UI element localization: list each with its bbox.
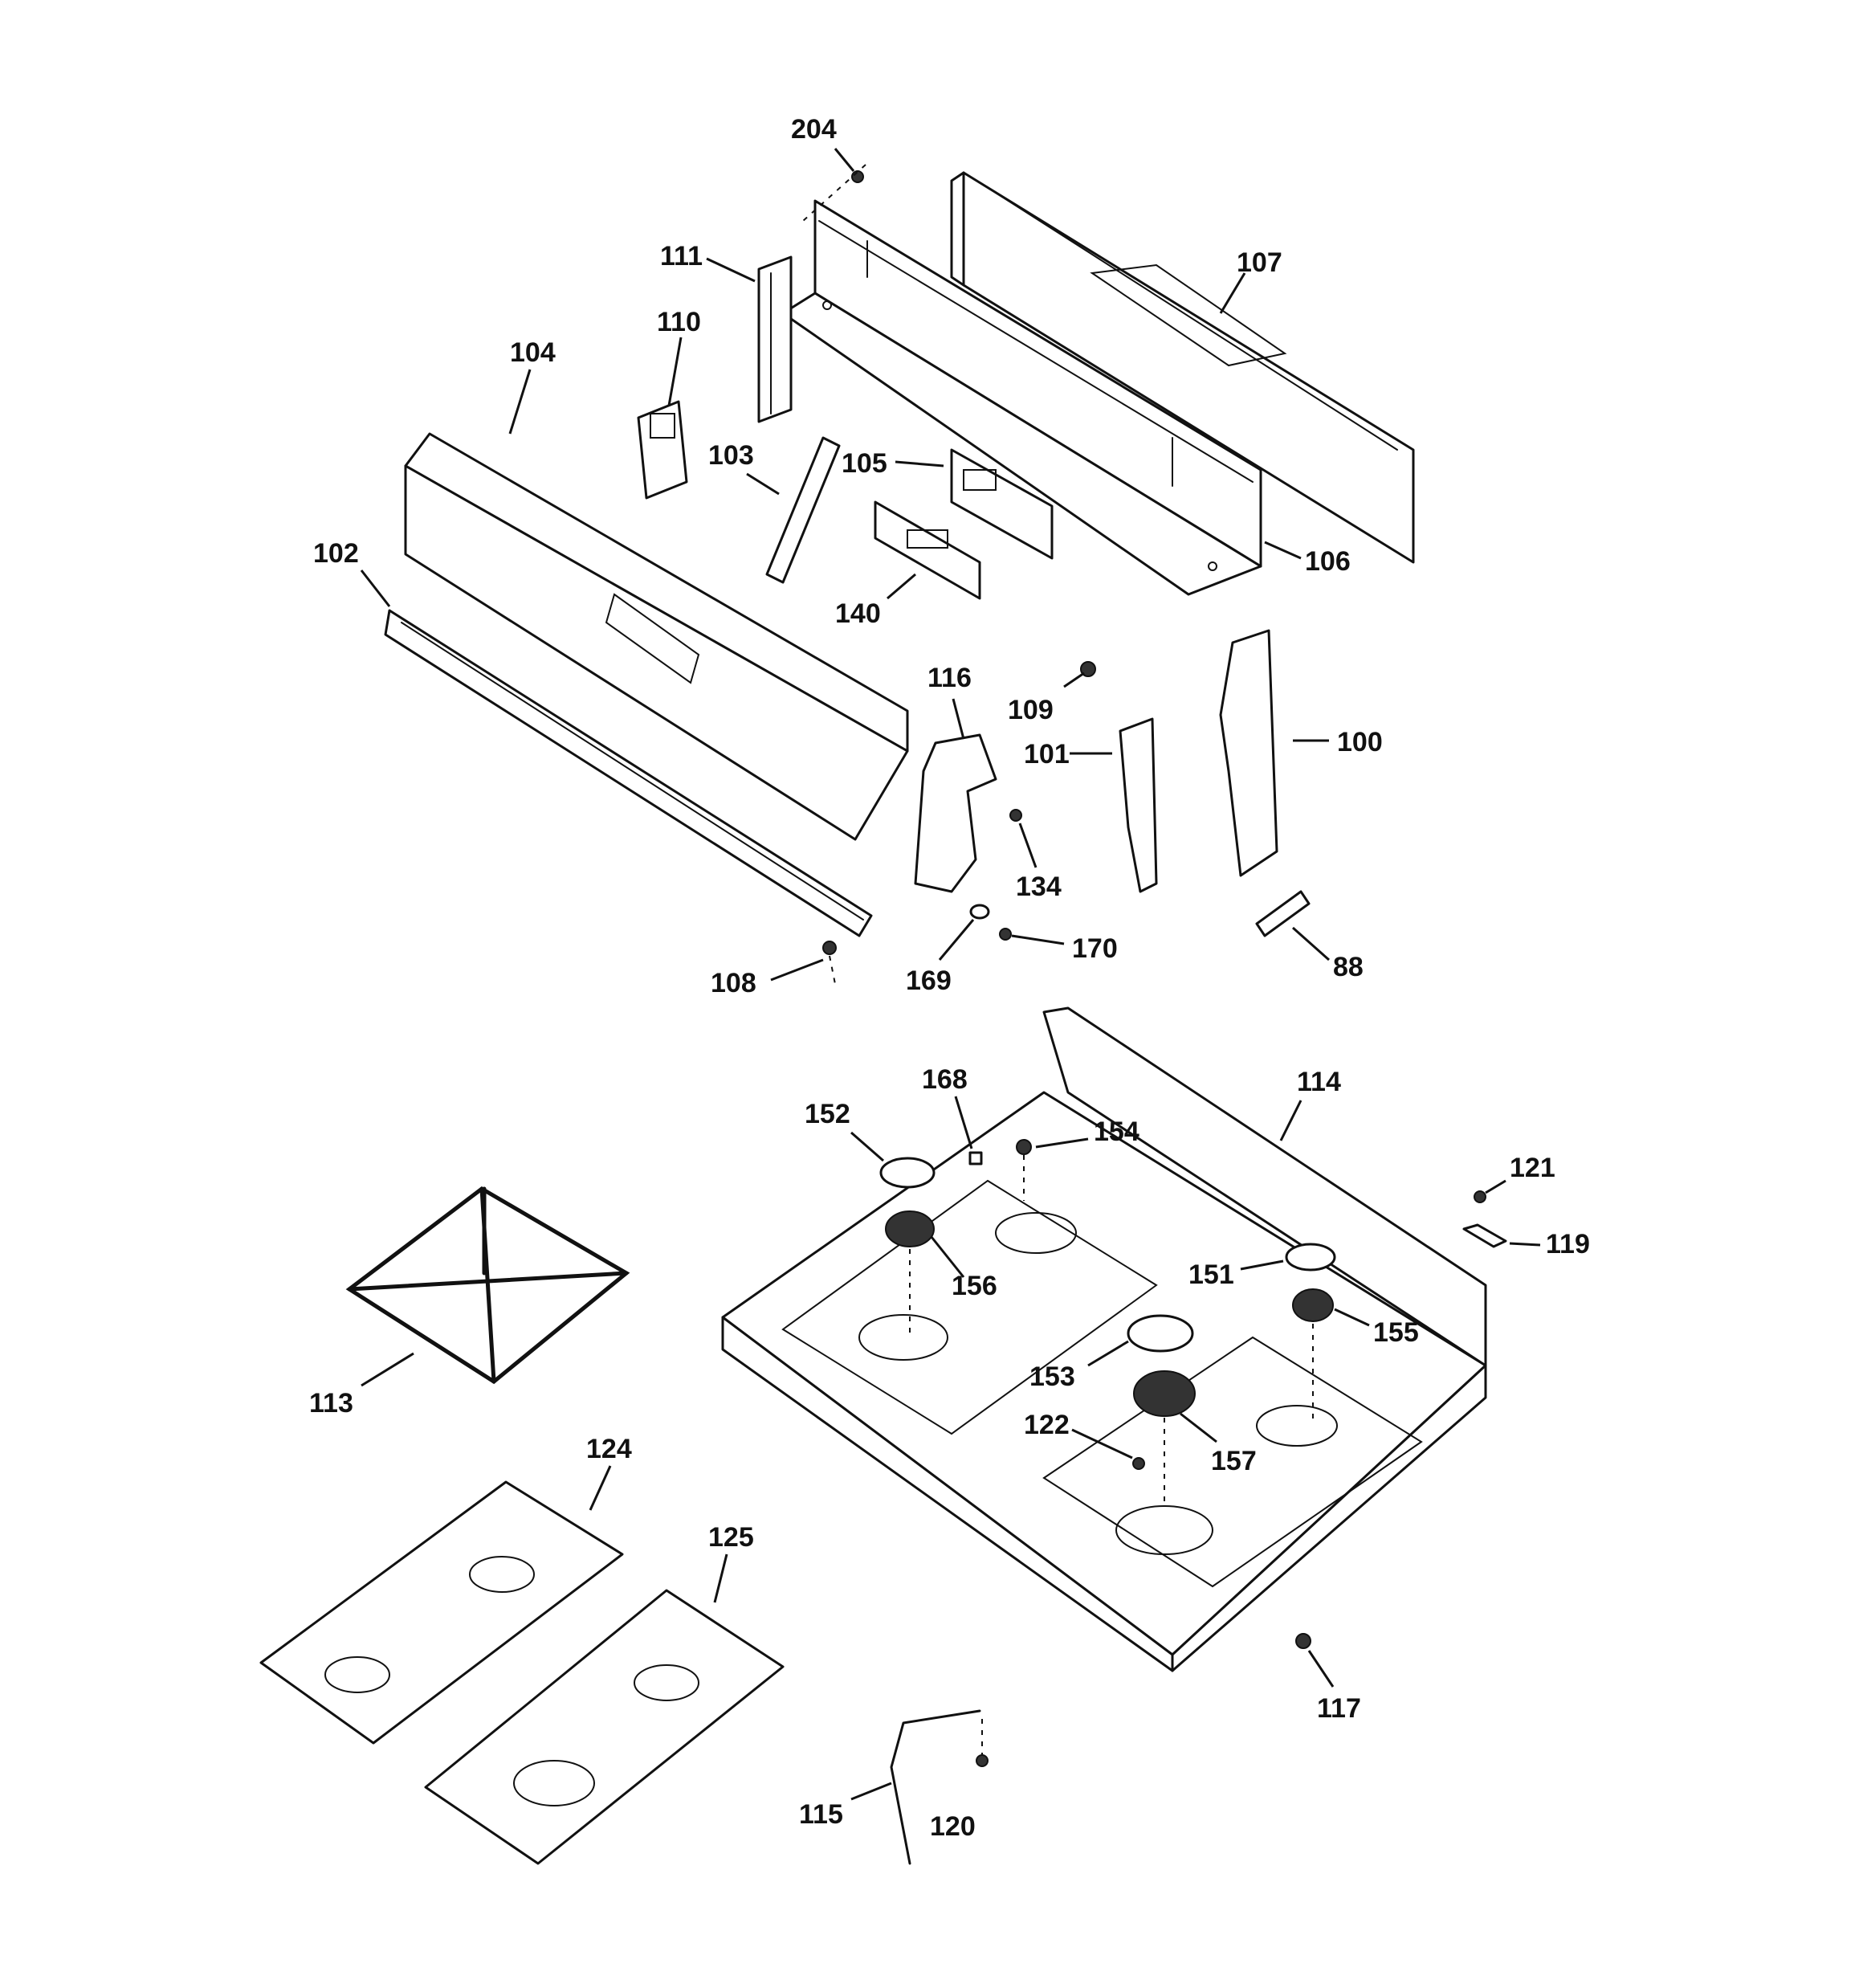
- part-155-burner-head[interactable]: [1292, 1288, 1334, 1322]
- part-140-overlay[interactable]: [874, 500, 981, 600]
- part-102-lower-trim[interactable]: [384, 609, 873, 937]
- label-140: 140: [835, 598, 881, 629]
- part-103-wire-bracket[interactable]: [765, 436, 841, 584]
- label-154: 154: [1094, 1116, 1139, 1147]
- label-107: 107: [1237, 247, 1282, 278]
- part-151-burner-cap[interactable]: [1285, 1243, 1336, 1272]
- part-116-end-cap[interactable]: [914, 733, 997, 893]
- label-114: 114: [1297, 1067, 1341, 1097]
- part-108-screw[interactable]: [822, 941, 837, 955]
- label-152: 152: [805, 1099, 850, 1129]
- part-105-clock-timer[interactable]: [950, 448, 1054, 560]
- label-153: 153: [1029, 1361, 1075, 1392]
- part-170-screw[interactable]: [999, 928, 1012, 941]
- part-120-screw[interactable]: [976, 1754, 989, 1767]
- part-117-nut[interactable]: [1295, 1633, 1311, 1649]
- leader-lines: [360, 148, 1541, 1801]
- part-104-control-panel[interactable]: [404, 432, 909, 841]
- part-101-bracket[interactable]: [1119, 717, 1158, 893]
- label-105: 105: [842, 448, 887, 479]
- part-122-screw[interactable]: [1132, 1457, 1145, 1470]
- label-125: 125: [708, 1522, 754, 1553]
- part-113-grate[interactable]: [345, 1186, 630, 1385]
- label-134: 134: [1016, 872, 1062, 902]
- label-117: 117: [1317, 1693, 1361, 1724]
- label-122: 122: [1024, 1410, 1070, 1440]
- label-156: 156: [952, 1271, 997, 1301]
- part-119-hinge[interactable]: [1462, 1223, 1507, 1248]
- part-154-electrode[interactable]: [1016, 1139, 1032, 1155]
- part-labels: 204 111 107 110 104 103 105 102 106 140 …: [309, 114, 1590, 1842]
- part-169-washer[interactable]: [969, 904, 990, 920]
- label-204: 204: [791, 114, 837, 145]
- part-152-burner-cap[interactable]: [879, 1157, 936, 1189]
- part-115-rod[interactable]: [890, 1709, 981, 1865]
- label-119: 119: [1546, 1229, 1590, 1259]
- label-108: 108: [711, 968, 756, 998]
- part-125-drip-pan[interactable]: [424, 1589, 785, 1865]
- part-153-burner-cap[interactable]: [1127, 1314, 1194, 1353]
- label-124: 124: [586, 1434, 632, 1464]
- label-101: 101: [1024, 739, 1070, 769]
- part-100-end-panel[interactable]: [1219, 629, 1278, 877]
- part-88-spacer[interactable]: [1255, 890, 1311, 937]
- part-168-clip[interactable]: [968, 1151, 983, 1165]
- label-157: 157: [1211, 1446, 1257, 1476]
- label-113: 113: [309, 1388, 353, 1419]
- part-156-burner-head[interactable]: [885, 1210, 935, 1247]
- label-109: 109: [1008, 695, 1054, 725]
- label-110: 110: [657, 307, 701, 337]
- part-106-rear-panel[interactable]: [781, 199, 1262, 596]
- label-106: 106: [1305, 546, 1351, 577]
- label-104: 104: [510, 337, 556, 368]
- label-155: 155: [1373, 1317, 1419, 1348]
- label-170: 170: [1072, 933, 1118, 964]
- part-110-ignition-module[interactable]: [637, 400, 688, 500]
- label-116: 116: [927, 663, 972, 693]
- label-151: 151: [1188, 1259, 1234, 1290]
- label-103: 103: [708, 440, 754, 471]
- label-115: 115: [799, 1799, 843, 1830]
- label-169: 169: [906, 965, 952, 996]
- part-111-bracket[interactable]: [757, 255, 793, 423]
- part-157-burner-head[interactable]: [1133, 1370, 1196, 1417]
- part-107-top-trim[interactable]: [950, 171, 1415, 564]
- label-168: 168: [922, 1064, 968, 1095]
- label-111: 111: [660, 241, 703, 271]
- part-124-drip-pan[interactable]: [259, 1480, 624, 1745]
- part-121-screw[interactable]: [1474, 1190, 1486, 1203]
- label-120: 120: [930, 1811, 976, 1842]
- part-109-nut[interactable]: [1080, 661, 1096, 677]
- label-121: 121: [1510, 1153, 1555, 1183]
- label-100: 100: [1337, 727, 1383, 757]
- part-134-screw[interactable]: [1009, 809, 1022, 822]
- label-102: 102: [313, 538, 359, 569]
- label-88: 88: [1333, 952, 1364, 982]
